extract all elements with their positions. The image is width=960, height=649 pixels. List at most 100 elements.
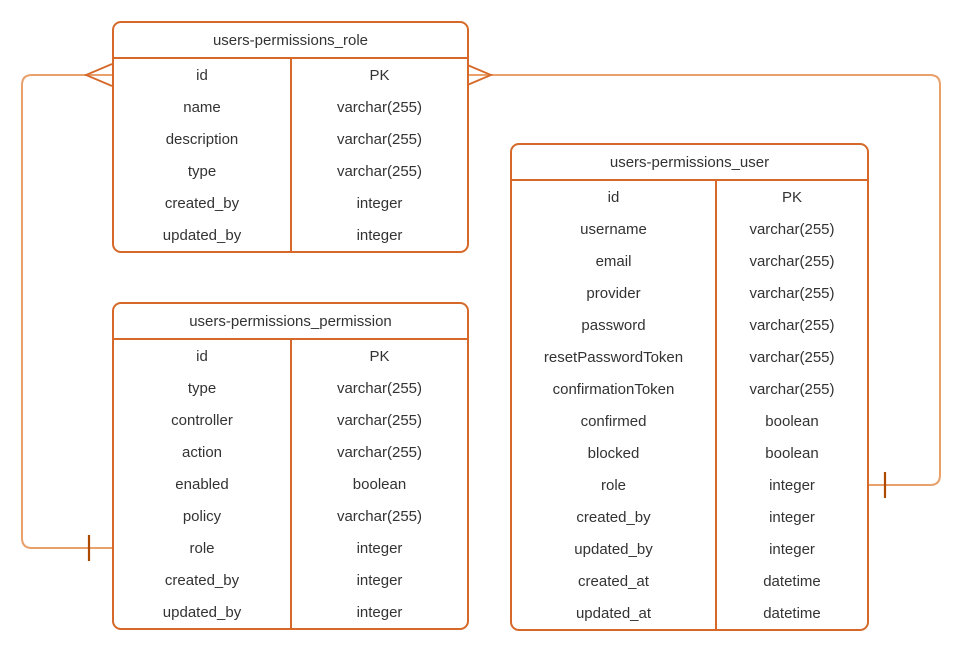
field-type: varchar(255)	[715, 213, 867, 245]
field-name: name	[183, 98, 221, 116]
field-type: varchar(255)	[290, 436, 467, 468]
field-name: role	[600, 476, 626, 494]
crowsfoot-many-icon	[83, 63, 113, 87]
field-row: role integer	[512, 469, 867, 501]
field-row: confirmed boolean	[512, 405, 867, 437]
entity-title: users-permissions_role	[114, 23, 467, 59]
field-row: role integer	[114, 532, 467, 564]
field-type: integer	[715, 533, 867, 565]
field-row: updated_by integer	[114, 219, 467, 251]
field-name: blocked	[587, 444, 640, 462]
entity-users-permissions-user[interactable]: users-permissions_user id PK username varch…	[510, 143, 869, 631]
field-row: username varchar(255)	[512, 213, 867, 245]
field-type: integer	[715, 501, 867, 533]
field-name: resetPasswordToken	[543, 348, 684, 366]
field-type: varchar(255)	[290, 155, 467, 187]
field-type: varchar(255)	[715, 245, 867, 277]
connector-line	[21, 74, 112, 549]
field-name: policy	[182, 507, 222, 525]
field-row: created_by integer	[114, 187, 467, 219]
field-row: created_by integer	[512, 501, 867, 533]
field-type: PK	[290, 59, 467, 91]
field-name: type	[187, 379, 217, 397]
field-name: id	[607, 188, 620, 206]
field-type: varchar(255)	[290, 372, 467, 404]
field-row: type varchar(255)	[114, 155, 467, 187]
field-name: description	[165, 130, 239, 148]
field-name: updated_by	[574, 540, 653, 558]
field-name: confirmed	[580, 412, 647, 430]
field-row: created_by integer	[114, 564, 467, 596]
field-name: id	[196, 66, 208, 84]
field-row: type varchar(255)	[114, 372, 467, 404]
field-type: boolean	[290, 468, 467, 500]
field-name: confirmationToken	[552, 380, 675, 398]
field-type: varchar(255)	[715, 341, 867, 373]
field-row: provider varchar(255)	[512, 277, 867, 309]
entity-field-list: id PK name varchar(255) description varchar(2…	[114, 59, 467, 251]
field-name: updated_by	[162, 226, 242, 244]
field-type: varchar(255)	[290, 500, 467, 532]
entity-users-permissions-permission[interactable]: users-permissions_permission id PK type var…	[112, 302, 469, 630]
entity-title: users-permissions_user	[512, 145, 867, 181]
crowsfoot-many-icon	[464, 63, 494, 87]
entity-title: users-permissions_permission	[114, 304, 467, 340]
field-row: email varchar(255)	[512, 245, 867, 277]
field-name: type	[187, 162, 217, 180]
field-name: enabled	[175, 475, 229, 493]
field-name: action	[181, 443, 223, 461]
field-row: created_at datetime	[512, 565, 867, 597]
field-type: boolean	[715, 437, 867, 469]
field-type: varchar(255)	[290, 91, 467, 123]
field-type: varchar(255)	[715, 277, 867, 309]
field-type: varchar(255)	[290, 404, 467, 436]
field-row: enabled boolean	[114, 468, 467, 500]
field-type: datetime	[715, 597, 867, 629]
entity-field-list: id PK type varchar(255) controller varchar(25…	[114, 340, 467, 628]
field-row: controller varchar(255)	[114, 404, 467, 436]
field-row: id PK	[114, 59, 467, 91]
field-type: integer	[290, 187, 467, 219]
field-name: created_by	[164, 571, 240, 589]
connector-line	[465, 74, 941, 486]
entity-field-list: id PK username varchar(255) email varchar(255…	[512, 181, 867, 629]
field-type: varchar(255)	[715, 309, 867, 341]
field-row: id PK	[114, 340, 467, 372]
field-name: username	[580, 220, 647, 238]
relationship-role-permission	[21, 63, 113, 561]
field-row: confirmationToken varchar(255)	[512, 373, 867, 405]
field-row: name varchar(255)	[114, 91, 467, 123]
field-name: role	[189, 539, 215, 557]
field-row: description varchar(255)	[114, 123, 467, 155]
entity-users-permissions-role[interactable]: users-permissions_role id PK name varchar(2…	[112, 21, 469, 253]
field-type: varchar(255)	[290, 123, 467, 155]
field-type: PK	[715, 181, 867, 213]
field-row: resetPasswordToken varchar(255)	[512, 341, 867, 373]
field-type: integer	[290, 219, 467, 251]
field-row: policy varchar(255)	[114, 500, 467, 532]
field-type: boolean	[715, 405, 867, 437]
field-type: PK	[290, 340, 467, 372]
field-name: updated_at	[575, 604, 652, 622]
field-type: integer	[715, 469, 867, 501]
field-type: datetime	[715, 565, 867, 597]
field-row: id PK	[512, 181, 867, 213]
field-name: controller	[171, 411, 233, 429]
field-name: created_by	[164, 194, 240, 212]
field-name: provider	[586, 284, 641, 302]
field-row: action varchar(255)	[114, 436, 467, 468]
field-name: updated_by	[162, 603, 242, 621]
field-type: varchar(255)	[715, 373, 867, 405]
field-type: integer	[290, 532, 467, 564]
field-row: blocked boolean	[512, 437, 867, 469]
field-name: created_by	[576, 508, 651, 526]
field-type: integer	[290, 564, 467, 596]
field-name: created_at	[578, 572, 649, 590]
field-row: updated_at datetime	[512, 597, 867, 629]
field-name: email	[595, 252, 632, 270]
field-name: id	[196, 347, 208, 365]
